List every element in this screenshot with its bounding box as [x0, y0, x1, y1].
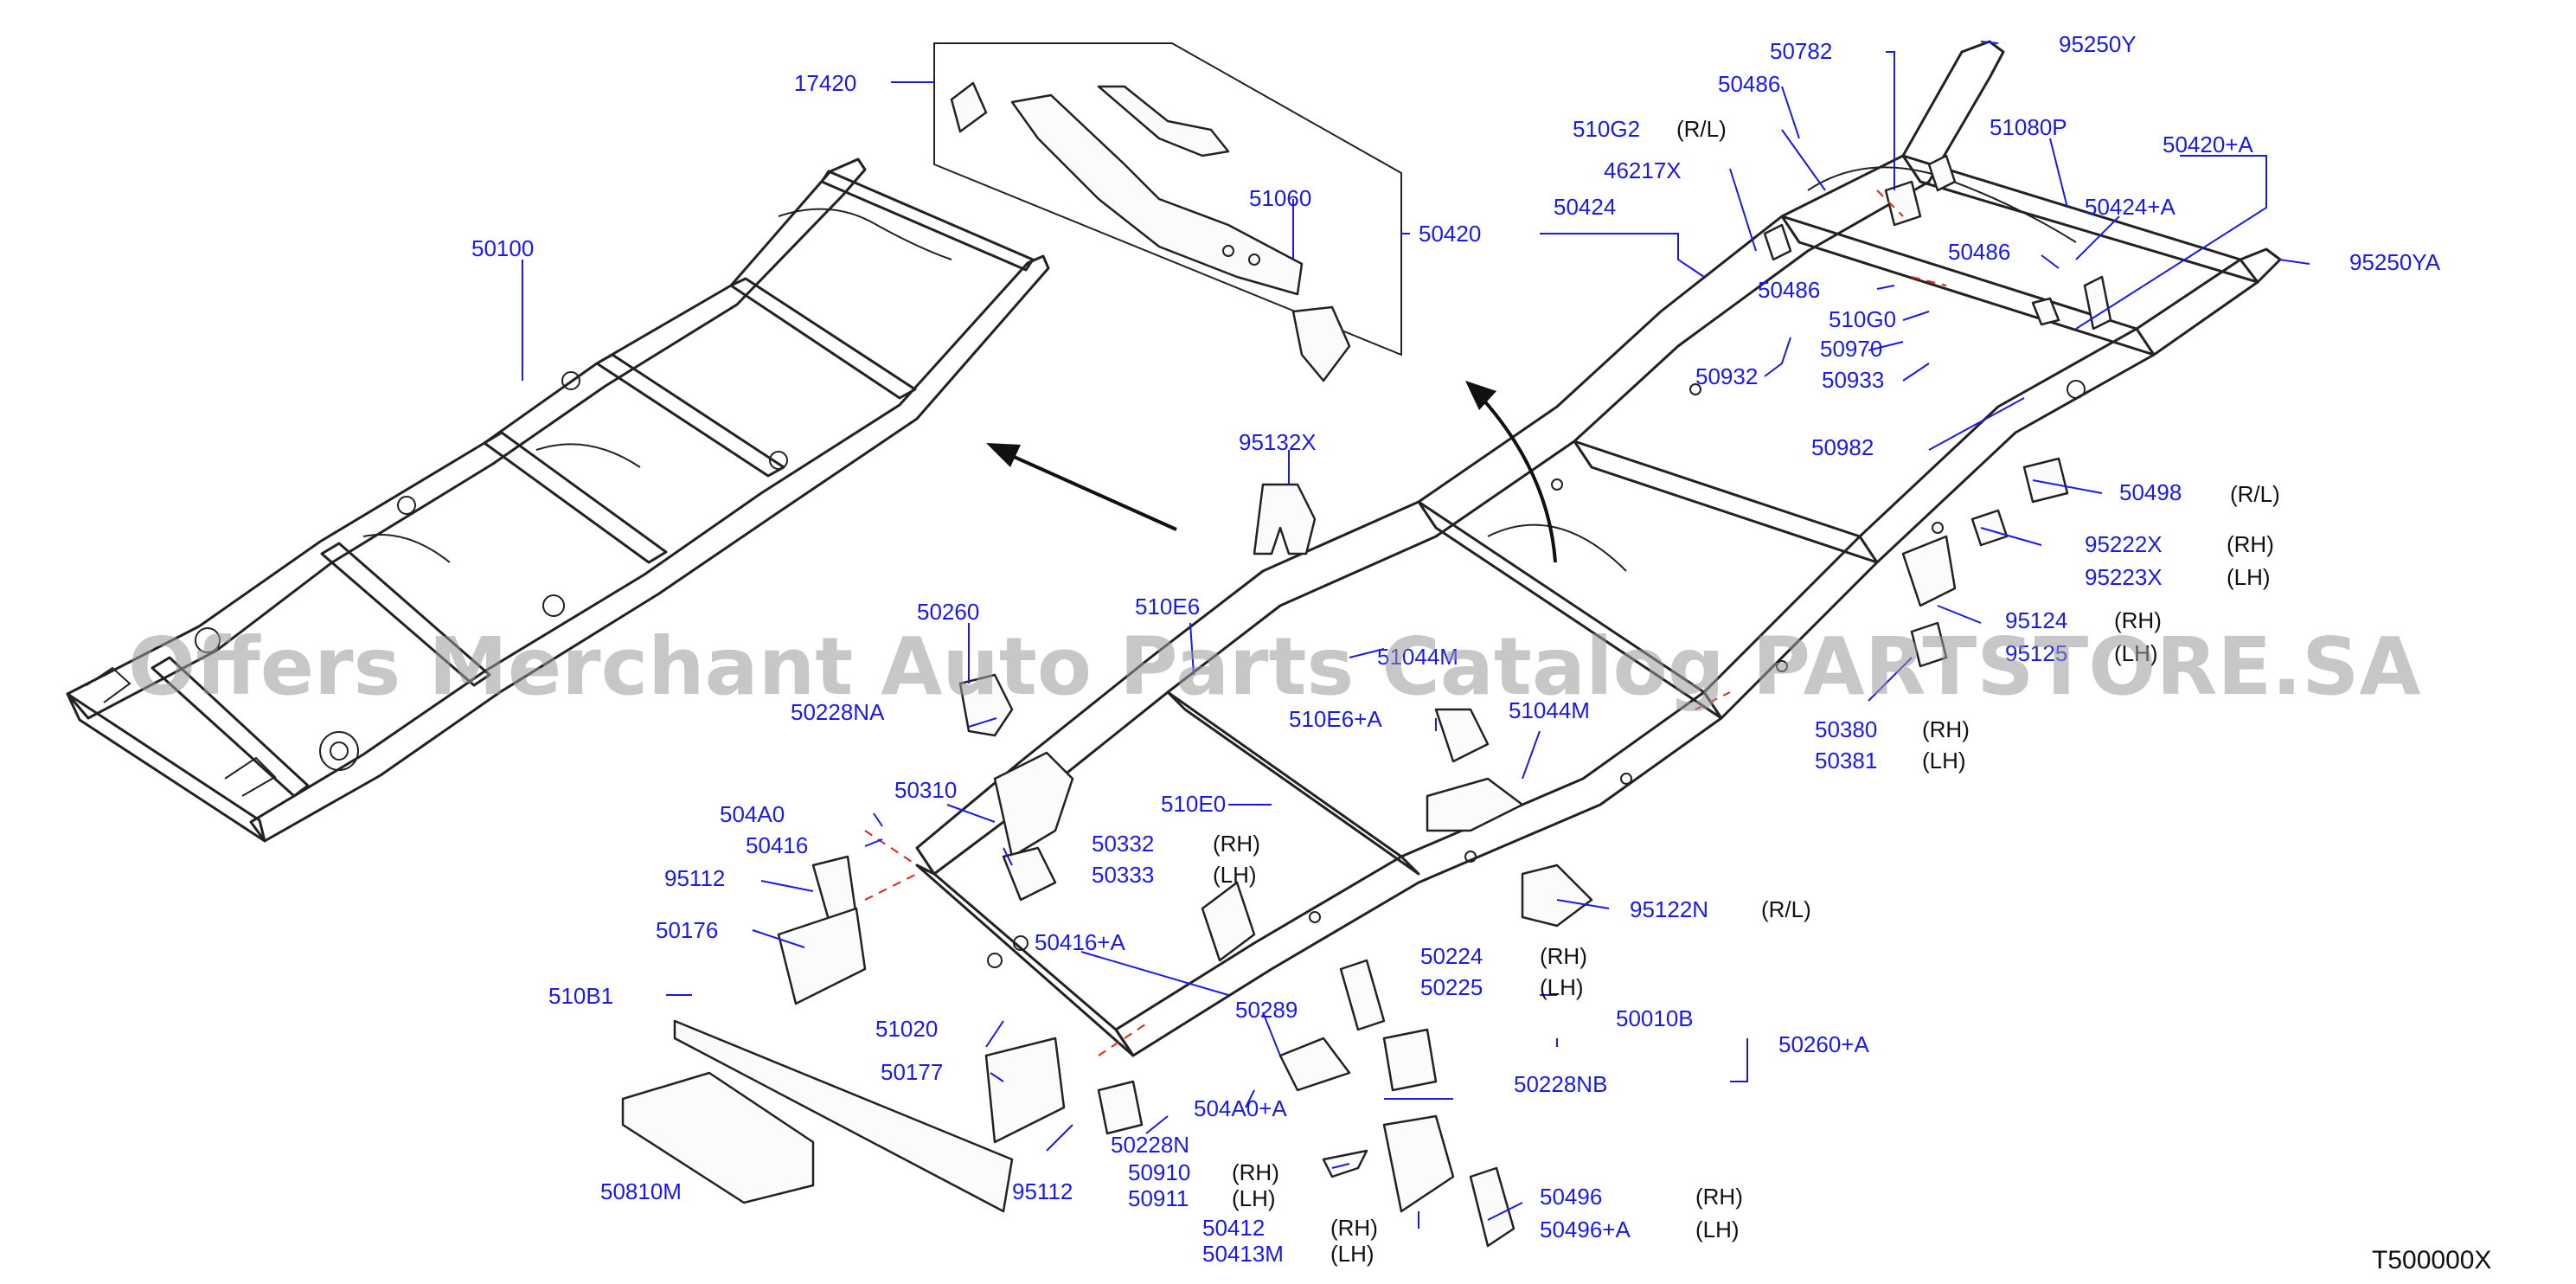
label-95132X: 95132X: [1239, 429, 1317, 455]
note-510G2-rl: (R/L): [1676, 116, 1727, 142]
label-95122N: 95122N: [1630, 896, 1708, 922]
label-17420: 17420: [794, 70, 856, 96]
note-50224-rh: (RH): [1540, 943, 1587, 969]
frame-assembly-drawing: [66, 157, 1050, 843]
label-510G2: 510G2: [1573, 116, 1640, 142]
label-50810M: 50810M: [600, 1178, 682, 1204]
label-50100: 50100: [471, 235, 534, 261]
label-95112-a: 95112: [664, 865, 725, 891]
label-50416: 50416: [746, 832, 808, 858]
note-50380-rh: (RH): [1922, 716, 1970, 742]
note-50333-lh: (LH): [1213, 862, 1257, 888]
label-50260: 50260: [917, 599, 979, 625]
label-51044M-b: 51044M: [1509, 697, 1590, 723]
label-510E0: 510E0: [1161, 791, 1226, 817]
note-95223X-lh: (LH): [2227, 564, 2271, 590]
label-95125: 95125: [2005, 640, 2067, 666]
label-50420A: 50420+A: [2163, 132, 2253, 157]
label-50381: 50381: [1815, 748, 1877, 774]
note-95124-rh: (RH): [2114, 607, 2162, 633]
label-50225: 50225: [1420, 974, 1483, 1000]
note-50413M-lh: (LH): [1330, 1241, 1375, 1267]
label-46217X: 46217X: [1604, 157, 1682, 183]
loose-parts: [621, 154, 2112, 1248]
label-51080P: 51080P: [1990, 114, 2067, 140]
label-95124: 95124: [2005, 607, 2067, 633]
note-50412-rh: (RH): [1330, 1215, 1378, 1241]
label-50310: 50310: [894, 777, 957, 803]
note-50225-lh: (LH): [1540, 974, 1584, 1000]
label-50176: 50176: [656, 917, 718, 943]
label-50982: 50982: [1811, 434, 1874, 460]
label-50333: 50333: [1092, 862, 1154, 888]
label-50498: 50498: [2119, 479, 2182, 505]
label-510E6A: 510E6+A: [1289, 706, 1382, 732]
label-50932: 50932: [1695, 363, 1758, 389]
note-50332-rh: (RH): [1213, 831, 1260, 857]
leader-lines: [522, 41, 2310, 1229]
part-labels: 17420 50100 51060 50420 95132X 50260 510…: [471, 31, 2441, 1267]
label-95250YA: 95250YA: [2349, 249, 2441, 275]
label-95222X: 95222X: [2085, 531, 2163, 557]
label-50424A: 50424+A: [2085, 194, 2176, 220]
label-50486-a: 50486: [1758, 277, 1820, 303]
label-50424: 50424: [1554, 194, 1616, 220]
watermark: Offers Merchant Auto Parts Catalog PARTS…: [128, 620, 2421, 713]
note-50496A-lh: (LH): [1695, 1217, 1740, 1242]
label-50933: 50933: [1822, 367, 1884, 393]
label-95250Y: 95250Y: [2059, 31, 2137, 57]
label-510E6: 510E6: [1135, 594, 1200, 620]
label-50380: 50380: [1815, 716, 1877, 742]
label-50224: 50224: [1420, 943, 1483, 969]
label-504A0A: 504A0+A: [1194, 1095, 1287, 1121]
label-50332: 50332: [1092, 831, 1154, 857]
label-50412: 50412: [1202, 1215, 1265, 1241]
label-510G0: 510G0: [1829, 306, 1896, 332]
label-50782: 50782: [1770, 38, 1832, 64]
label-95112-b: 95112: [1012, 1178, 1073, 1204]
label-50911: 50911: [1128, 1185, 1189, 1211]
note-95122N-rl: (R/L): [1761, 896, 1811, 922]
label-50413M: 50413M: [1202, 1241, 1284, 1267]
note-95222X-rh: (RH): [2227, 531, 2274, 557]
note-50910-rh: (RH): [1232, 1159, 1279, 1185]
note-95125-lh: (LH): [2114, 640, 2158, 666]
label-50289: 50289: [1235, 997, 1298, 1023]
label-504A0: 504A0: [720, 801, 785, 827]
label-51020: 51020: [875, 1016, 938, 1042]
label-50228NA: 50228NA: [791, 699, 885, 725]
label-50228N: 50228N: [1111, 1132, 1189, 1158]
label-50177: 50177: [881, 1059, 943, 1085]
label-51044M-a: 51044M: [1377, 644, 1458, 670]
diagram-code: T500000X: [2372, 1246, 2491, 1274]
label-50496A: 50496+A: [1540, 1217, 1631, 1242]
alignment-lines: [864, 189, 1947, 1056]
label-50260A: 50260+A: [1778, 1031, 1869, 1057]
label-50486-c: 50486: [1718, 71, 1780, 97]
label-50228NB: 50228NB: [1514, 1071, 1607, 1097]
direction-arrows: [986, 381, 1557, 563]
label-50416A: 50416+A: [1035, 929, 1125, 955]
note-50496-rh: (RH): [1695, 1184, 1743, 1210]
label-95223X: 95223X: [2085, 564, 2163, 590]
label-510B1: 510B1: [548, 983, 613, 1009]
label-51060: 51060: [1249, 185, 1311, 211]
label-50496: 50496: [1540, 1184, 1602, 1210]
note-50911-lh: (LH): [1232, 1185, 1276, 1211]
note-50498-rl: (R/L): [2230, 481, 2280, 507]
label-50010B: 50010B: [1616, 1005, 1694, 1031]
label-50420: 50420: [1419, 221, 1481, 247]
frame-exploded-drawing: [915, 40, 2282, 1057]
inset-crossmember-detail: [933, 42, 1402, 382]
label-50970: 50970: [1820, 336, 1882, 362]
label-50910: 50910: [1128, 1159, 1190, 1185]
note-50381-lh: (LH): [1922, 748, 1966, 774]
label-50486-b: 50486: [1948, 239, 2010, 265]
